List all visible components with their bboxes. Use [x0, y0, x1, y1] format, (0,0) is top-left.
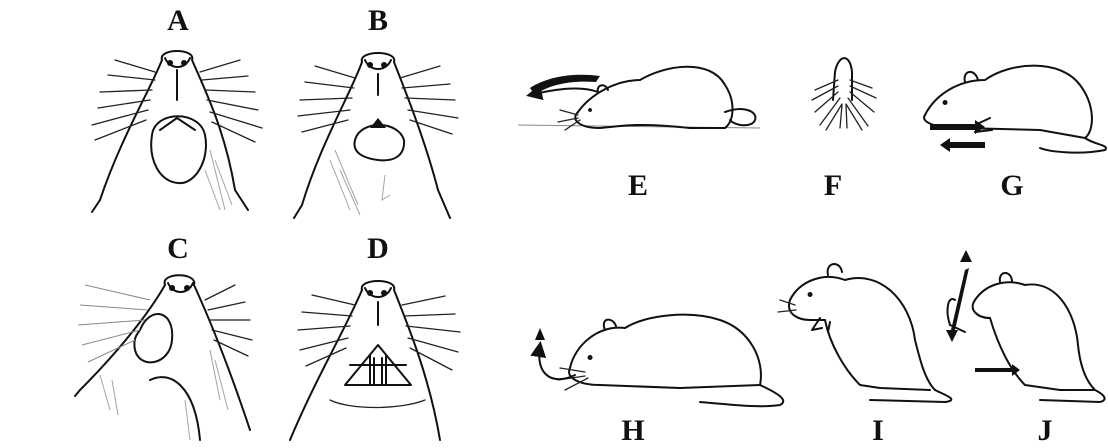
- panel-f-head-front-drawing: [812, 58, 876, 130]
- panel-b-head-drawing: [294, 53, 458, 218]
- panel-h: H: [535, 315, 783, 447]
- panel-b: B: [294, 4, 458, 218]
- panel-j-label: J: [1038, 414, 1053, 447]
- panel-d: D: [290, 232, 460, 440]
- panel-a: A: [92, 4, 262, 212]
- panel-a-label: A: [167, 4, 189, 37]
- panel-i-label: I: [872, 414, 884, 447]
- panel-f: F: [812, 58, 876, 202]
- panel-i-rat-drawing: [778, 264, 951, 402]
- panel-a-head-drawing: [92, 51, 262, 212]
- panel-c-head-drawing: [75, 275, 252, 440]
- panel-c-label: C: [167, 232, 189, 265]
- panel-g-label: G: [1000, 169, 1023, 202]
- panel-e: E: [518, 67, 760, 202]
- panel-g-rat-drawing: [924, 66, 1106, 153]
- panel-j-rat-drawing: [946, 250, 1105, 402]
- panel-e-rat-drawing: [518, 67, 760, 130]
- panel-h-rat-drawing: [535, 315, 783, 407]
- panel-j: J: [946, 250, 1105, 447]
- panel-b-label: B: [368, 4, 388, 37]
- panel-g: G: [924, 66, 1106, 202]
- panel-d-label: D: [367, 232, 389, 265]
- panel-i: I: [778, 264, 951, 447]
- panel-d-head-drawing: [290, 281, 460, 440]
- panel-f-label: F: [824, 169, 842, 202]
- panel-e-label: E: [628, 169, 648, 202]
- panel-h-label: H: [621, 414, 644, 447]
- panel-c: C: [75, 232, 252, 440]
